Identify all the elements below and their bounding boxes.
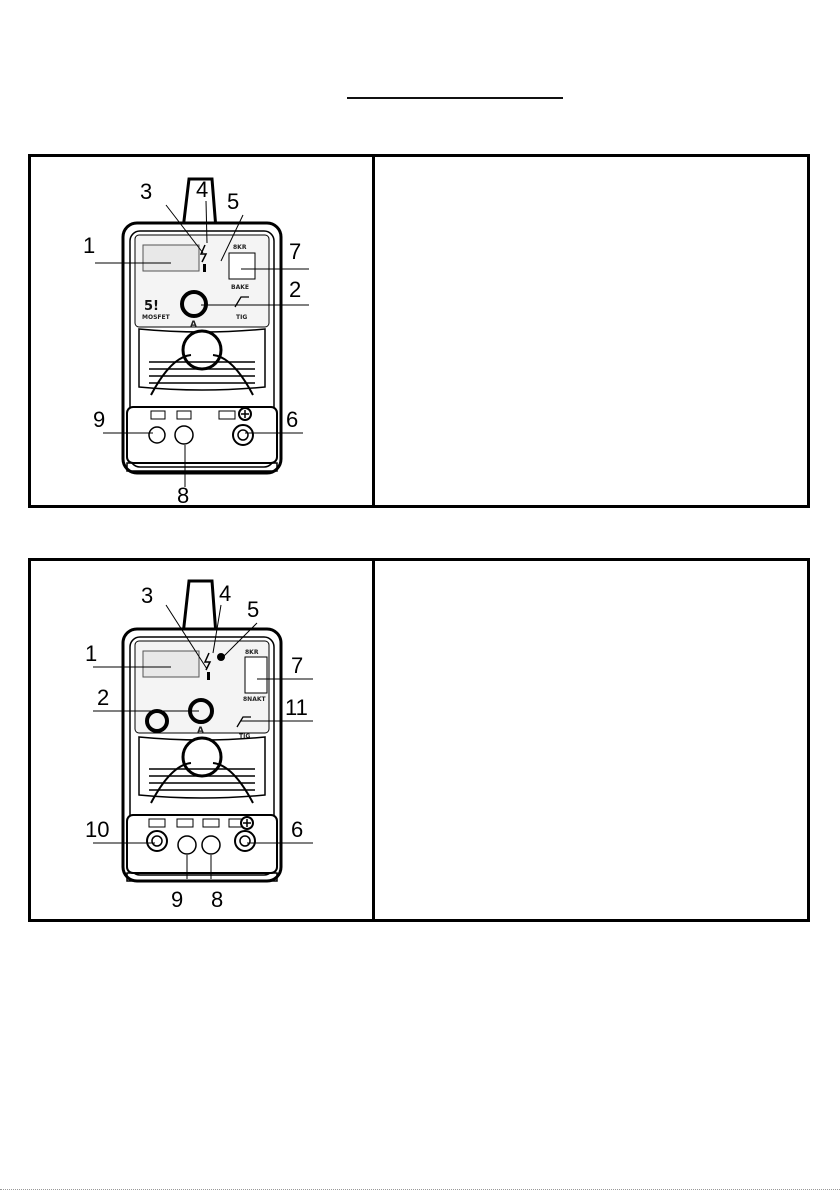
brand-sub: MOSFET xyxy=(142,314,171,321)
callout-9: 9 xyxy=(93,407,105,432)
power-led xyxy=(207,672,210,680)
callout-3: 3 xyxy=(140,179,152,204)
column-divider xyxy=(372,157,375,505)
socket-10 xyxy=(146,830,168,852)
current-knob xyxy=(180,290,208,318)
fan-hub xyxy=(181,329,223,371)
callout-10: 10 xyxy=(85,817,109,842)
socket-9 xyxy=(177,835,197,855)
callout-1: 1 xyxy=(85,641,97,666)
title-underline xyxy=(347,97,563,99)
diagram-panel-1: 8KR BAKE A 5! MOSFET TIG xyxy=(28,154,810,508)
mode-label-top: 8KR xyxy=(233,244,247,251)
socket-6-positive xyxy=(232,424,254,446)
leader-lines xyxy=(95,200,309,487)
socket-8 xyxy=(174,425,194,445)
callout-7: 7 xyxy=(289,239,301,264)
socket-9 xyxy=(148,426,166,444)
knob-unit: A xyxy=(190,320,197,330)
callout-2: 2 xyxy=(97,685,109,710)
tig-label: TIG xyxy=(239,733,250,740)
welder-drawing-2: 8KR 8NAKT A TIG xyxy=(85,579,313,912)
callout-11: 11 xyxy=(285,695,308,720)
callout-5: 5 xyxy=(247,597,259,622)
page-bottom-edge xyxy=(0,1189,840,1190)
description-area-2 xyxy=(375,561,807,919)
column-divider xyxy=(372,561,375,919)
mode-label-bottom: 8NAKT xyxy=(243,696,266,703)
display xyxy=(142,244,200,272)
callout-1: 1 xyxy=(83,233,95,258)
mode-label-bottom: BAKE xyxy=(231,284,249,291)
leader-lines xyxy=(93,604,313,879)
callout-8: 8 xyxy=(211,887,223,912)
callout-2: 2 xyxy=(289,277,301,302)
welder-front-view-1: 8KR BAKE A 5! MOSFET TIG xyxy=(31,157,372,508)
handle xyxy=(181,177,218,230)
lightning-icon xyxy=(199,244,208,263)
callout-9: 9 xyxy=(171,887,183,912)
diagram-panel-2: 8KR 8NAKT A TIG xyxy=(28,558,810,922)
callout-3: 3 xyxy=(141,583,153,608)
welder-front-view-2: 8KR 8NAKT A TIG xyxy=(31,561,372,919)
vent-grille xyxy=(149,361,255,384)
brand-mark: 5! xyxy=(144,299,159,314)
socket-6-positive xyxy=(234,830,256,852)
welder-drawing-1: 8KR BAKE A 5! MOSFET TIG xyxy=(83,177,309,508)
callout-4: 4 xyxy=(196,177,208,202)
mode-switch xyxy=(228,252,256,280)
knob-unit: A xyxy=(197,726,204,736)
power-led xyxy=(203,264,206,272)
callout-8: 8 xyxy=(177,483,189,505)
callout-5: 5 xyxy=(227,189,239,214)
tig-label: TIG xyxy=(236,314,247,321)
description-area-1 xyxy=(375,157,807,505)
callout-7: 7 xyxy=(291,653,303,678)
lightning-icon xyxy=(203,652,212,671)
vent-grille xyxy=(149,768,255,791)
display xyxy=(142,650,200,678)
socket-8 xyxy=(201,835,221,855)
mode-label-top: 8KR xyxy=(245,649,259,656)
mode-switch xyxy=(244,656,268,694)
handle xyxy=(181,579,218,636)
fan-hub xyxy=(181,736,223,778)
status-led xyxy=(217,653,225,661)
callout-4: 4 xyxy=(219,581,231,606)
callout-6: 6 xyxy=(286,407,298,432)
callout-6: 6 xyxy=(291,817,303,842)
